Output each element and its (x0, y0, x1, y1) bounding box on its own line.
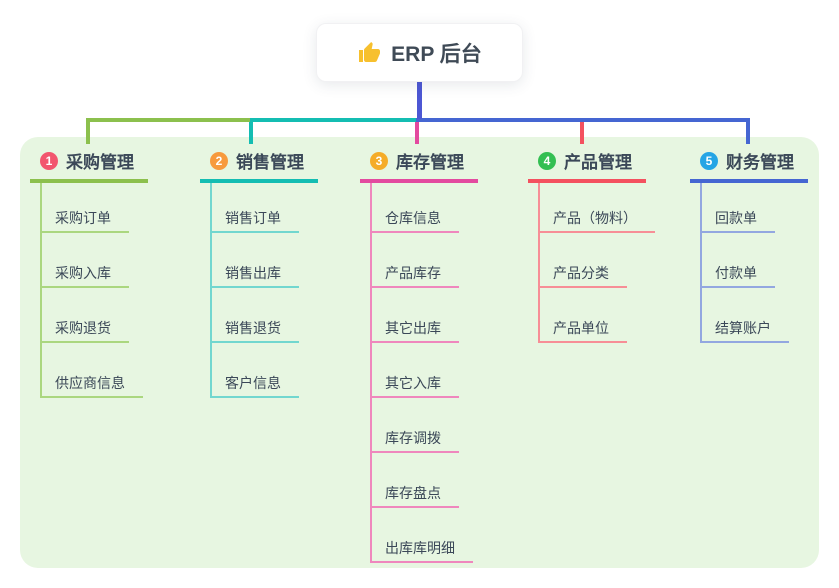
branch-index-badge: 4 (538, 151, 556, 170)
branch-node-3[interactable]: 3 库存管理 (360, 148, 478, 183)
branch-node-1[interactable]: 1 采购管理 (30, 148, 148, 183)
branch-node-2[interactable]: 2 销售管理 (200, 148, 318, 183)
child-node[interactable]: 付款单 (700, 258, 775, 288)
branch-child-connector-2 (210, 181, 212, 398)
child-node[interactable]: 采购入库 (40, 258, 129, 288)
root-node[interactable]: ERP 后台 (316, 23, 523, 82)
child-node[interactable]: 产品单位 (538, 313, 627, 343)
branch-drop-line-4 (580, 118, 584, 144)
branch-label: 销售管理 (236, 153, 304, 172)
trunk-segment-mid-teal (250, 118, 417, 122)
branch-label: 库存管理 (396, 153, 464, 172)
branch-label: 产品管理 (564, 153, 632, 172)
branch-node-4[interactable]: 4 产品管理 (528, 148, 646, 183)
child-node[interactable]: 出库库明细 (370, 533, 473, 563)
child-node[interactable]: 产品（物料） (538, 203, 655, 233)
child-node[interactable]: 回款单 (700, 203, 775, 233)
branch-child-connector-1 (40, 181, 42, 398)
child-node[interactable]: 库存盘点 (370, 478, 459, 508)
branch-label: 采购管理 (66, 153, 134, 172)
branch-node-5[interactable]: 5 财务管理 (690, 148, 808, 183)
branch-label: 财务管理 (726, 153, 794, 172)
root-vertical-line (417, 82, 422, 119)
child-node[interactable]: 结算账户 (700, 313, 789, 343)
child-node[interactable]: 客户信息 (210, 368, 299, 398)
child-node[interactable]: 销售订单 (210, 203, 299, 233)
child-node[interactable]: 产品分类 (538, 258, 627, 288)
branch-index-badge: 2 (210, 151, 228, 170)
branch-drop-line-2 (249, 118, 253, 144)
child-node[interactable]: 销售退货 (210, 313, 299, 343)
trunk-segment-right-blue (416, 118, 750, 122)
child-node[interactable]: 仓库信息 (370, 203, 459, 233)
child-node[interactable]: 供应商信息 (40, 368, 143, 398)
child-node[interactable]: 产品库存 (370, 258, 459, 288)
child-node[interactable]: 库存调拨 (370, 423, 459, 453)
branch-index-badge: 5 (700, 151, 718, 170)
child-node[interactable]: 销售出库 (210, 258, 299, 288)
trunk-segment-left-green (86, 118, 251, 122)
branches-panel-background (20, 137, 819, 568)
child-node[interactable]: 其它出库 (370, 313, 459, 343)
branch-drop-line-5 (746, 118, 750, 144)
branch-index-badge: 1 (40, 151, 58, 170)
root-node-label: ERP 后台 (391, 42, 482, 66)
branch-child-connector-3 (370, 181, 372, 563)
child-node[interactable]: 采购订单 (40, 203, 129, 233)
child-node[interactable]: 其它入库 (370, 368, 459, 398)
child-node[interactable]: 采购退货 (40, 313, 129, 343)
thumbs-up-icon (357, 41, 381, 65)
branch-child-connector-4 (538, 181, 540, 343)
branch-index-badge: 3 (370, 151, 388, 170)
branch-drop-line-1 (86, 118, 90, 144)
branch-child-connector-5 (700, 181, 702, 343)
branch-drop-line-3 (415, 122, 419, 144)
